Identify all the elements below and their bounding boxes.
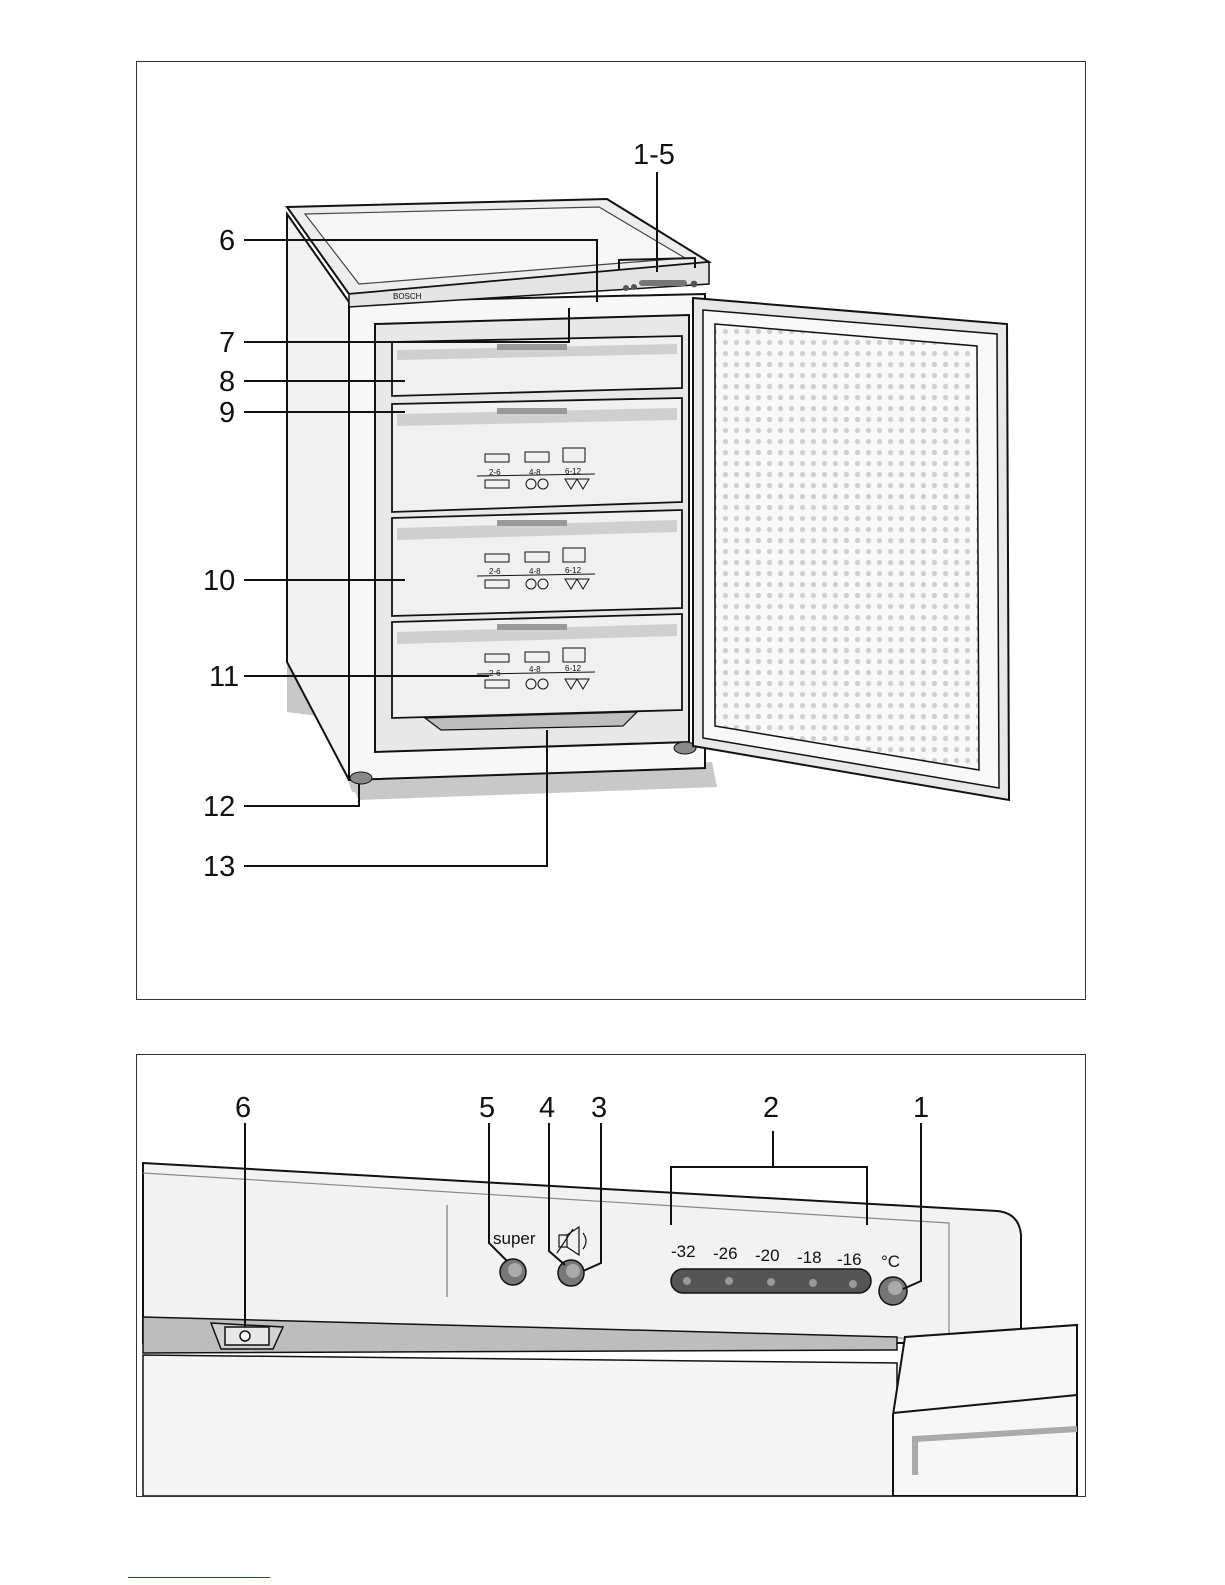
- callout-1-5: 1-5: [633, 139, 675, 171]
- callout-6: 6: [219, 225, 235, 257]
- brand-label: BOSCH: [393, 292, 422, 301]
- callout-13: 13: [203, 851, 235, 883]
- svg-text:4-8: 4-8: [529, 468, 541, 477]
- temp-label-4: -18: [797, 1248, 822, 1267]
- callout-12: 12: [203, 791, 235, 823]
- callout-11: 11: [209, 661, 239, 693]
- temp-label-3: -20: [755, 1246, 780, 1265]
- svg-text:2-6: 2-6: [489, 567, 501, 576]
- interior-light-switch[interactable]: [211, 1323, 283, 1349]
- callout-bottom-6: 6: [235, 1092, 251, 1124]
- freezer-door: [693, 298, 1009, 800]
- callout-bottom-1: 1: [913, 1092, 929, 1124]
- drawer-top: [392, 336, 682, 396]
- control-panel-diagram: super -32 -26 -20 -18 -16 °C: [137, 1055, 1085, 1496]
- svg-text:4-8: 4-8: [529, 567, 541, 576]
- svg-text:6-12: 6-12: [565, 664, 582, 673]
- callout-bottom-2: 2: [763, 1092, 779, 1124]
- temp-label-2: -26: [713, 1244, 738, 1263]
- temp-label-1: -32: [671, 1242, 696, 1261]
- temperature-set-button[interactable]: [879, 1277, 907, 1305]
- svg-text:2-6: 2-6: [489, 669, 501, 678]
- super-label: super: [493, 1229, 536, 1248]
- adjustable-foot-front-left: [350, 772, 372, 784]
- callout-9: 9: [219, 397, 235, 429]
- callout-bottom-3: 3: [591, 1092, 607, 1124]
- super-freeze-button[interactable]: [500, 1259, 526, 1285]
- control-panel-detail: super -32 -26 -20 -18 -16 °C: [136, 1054, 1086, 1497]
- drawer-2: [392, 398, 682, 512]
- alarm-off-button[interactable]: [558, 1260, 584, 1286]
- temp-label-5: -16: [837, 1250, 862, 1269]
- callout-10: 10: [203, 565, 235, 597]
- callout-bottom-4: 4: [539, 1092, 555, 1124]
- freezer-overview-diagram: BOSCH 2-6 4-8 6-12: [137, 62, 1085, 999]
- freezer-door-edge: [893, 1325, 1077, 1496]
- svg-text:6-12: 6-12: [565, 566, 582, 575]
- svg-text:6-12: 6-12: [565, 467, 582, 476]
- callout-7: 7: [219, 327, 235, 359]
- svg-text:4-8: 4-8: [529, 665, 541, 674]
- celsius-label: °C: [881, 1252, 900, 1271]
- callout-8: 8: [219, 366, 235, 398]
- callout-bottom-5: 5: [479, 1092, 495, 1124]
- temperature-led-display: [671, 1269, 871, 1293]
- freezer-overview-panel: BOSCH 2-6 4-8 6-12: [136, 61, 1086, 1000]
- footer-link-underline[interactable]: [128, 1577, 270, 1578]
- svg-text:2-6: 2-6: [489, 468, 501, 477]
- drawer-3: [392, 510, 682, 616]
